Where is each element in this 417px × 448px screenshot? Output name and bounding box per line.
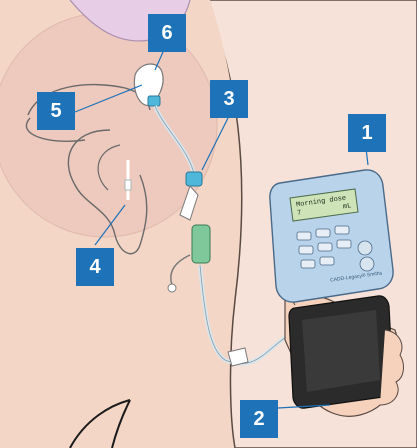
blue-connector [186,172,202,186]
green-filter [192,225,210,263]
clamp-end [168,284,176,292]
cassette-inner [302,310,380,392]
callout-5: 5 [37,92,75,130]
callout-1: 1 [348,114,386,152]
port-connector [148,96,160,106]
callout-6: 6 [148,14,186,52]
callout-2: 2 [240,400,278,438]
callout-3: 3 [210,80,248,118]
catheter-tip-marker [125,180,131,190]
callout-4: 4 [76,248,114,286]
